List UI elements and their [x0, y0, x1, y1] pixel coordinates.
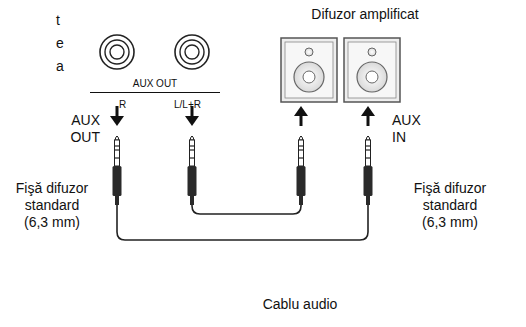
plug-label: Fişă difuzor standard (6,3 mm): [12, 180, 92, 231]
output-label: AUX OUT: [60, 112, 100, 146]
channel-label: R: [119, 99, 126, 110]
phone-plug: [188, 136, 197, 205]
output-jack: [100, 35, 134, 69]
cropped-text: e: [56, 35, 68, 52]
panel-heading: AUX OUT: [133, 78, 177, 89]
phone-plug: [113, 136, 122, 205]
cropped-text: a: [56, 58, 68, 75]
audio-cable: [117, 204, 368, 240]
powered-speaker: [344, 38, 400, 102]
plug-label: Fişă difuzor standard (6,3 mm): [410, 180, 490, 231]
signal-arrow: [110, 106, 375, 126]
speaker-title: Difuzor amplificat: [290, 6, 440, 23]
cable-label: Cablu audio: [220, 296, 380, 313]
channel-label: L/L+R: [174, 99, 201, 110]
output-jack: [175, 35, 209, 69]
phone-plug: [364, 136, 373, 205]
phone-plug: [297, 136, 306, 205]
panel-label: AUX OUT R L/L+R: [90, 73, 220, 112]
input-label: AUX IN: [392, 112, 428, 146]
cropped-text: t: [56, 12, 68, 29]
powered-speaker: [281, 38, 337, 102]
